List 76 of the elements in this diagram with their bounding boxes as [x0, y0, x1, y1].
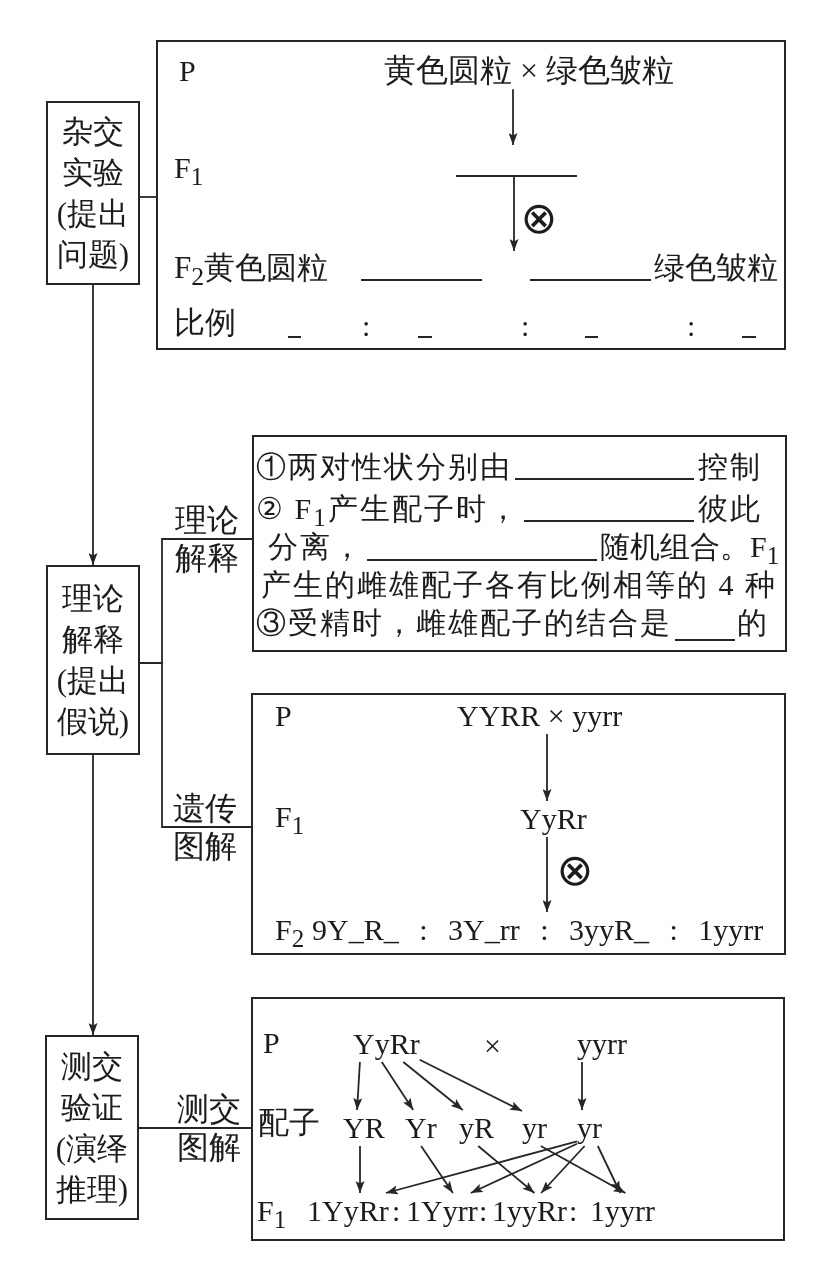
gamete-text: yr	[577, 1110, 602, 1146]
connector-line	[139, 196, 157, 198]
offspring-text: 1Yyrr	[406, 1193, 478, 1229]
statement-text: 的	[737, 605, 769, 641]
genotype-text: yyrr	[577, 1026, 627, 1062]
genotype-text: YyRr	[353, 1026, 420, 1062]
ratio-colon: :	[521, 308, 530, 344]
cross-text: 黄色圆粒 × 绿色皱粒	[384, 50, 675, 90]
arrow	[418, 1058, 523, 1112]
arrow	[420, 1145, 454, 1194]
edge-label: 测交图解	[177, 1090, 242, 1166]
phenotype-label: 绿色皱粒	[654, 249, 778, 287]
statement-text: 分离，	[268, 529, 364, 565]
ratio-colon: :	[687, 308, 696, 344]
arrow	[542, 836, 552, 913]
generation-label: F$_{2}$黄色圆粒	[174, 249, 329, 294]
ratio-colon: :	[569, 1193, 578, 1229]
gamete-text: YR	[343, 1110, 385, 1146]
arrow	[355, 1145, 365, 1194]
offspring-text: 1yyrr	[590, 1193, 655, 1229]
step-box: 杂交实验(提出问题)	[46, 101, 140, 285]
generation-label: F$_{1}$	[275, 799, 305, 841]
arrow	[88, 754, 98, 1036]
statement-text: 彼此	[698, 491, 762, 527]
statement-text: ③受精时，雌雄配子的结合是	[256, 605, 672, 641]
arrow	[539, 1145, 627, 1194]
arrow	[596, 1145, 622, 1194]
statement-text: 随机组合。F$_{1}$	[600, 529, 780, 570]
step-box: 理论解释(提出假说)	[46, 565, 140, 755]
statement-text: 产生的雌雄配子各有比例相等的 4 种	[261, 567, 777, 603]
statement-text: ①两对性状分别由	[256, 449, 512, 485]
genotype-text: YyRr	[520, 801, 587, 837]
panel-box	[156, 40, 786, 350]
ratio-text: 9Y_R_ : 3Y_rr : 3yyR_ : 1yyrr	[312, 912, 764, 948]
generation-label: F$_{1}$	[174, 150, 204, 192]
generation-label: F$_{2}$	[275, 912, 305, 954]
ratio-colon: :	[479, 1193, 488, 1229]
statement-text: 控制	[698, 449, 762, 485]
gamete-text: yR	[459, 1110, 494, 1146]
generation-label: P	[179, 53, 196, 89]
gamete-text: Yr	[405, 1110, 437, 1146]
arrow	[477, 1145, 536, 1194]
generation-label: F$_{1}$	[257, 1193, 287, 1235]
panel-box	[251, 997, 785, 1241]
generation-label: P	[275, 698, 292, 734]
arrow	[509, 176, 519, 252]
statement-text: ② F$_{1}$产生配子时，	[256, 491, 520, 531]
arrow	[385, 1140, 578, 1195]
row-label: 比例	[174, 304, 236, 342]
edge-label: ⊗	[555, 848, 595, 892]
arrow	[540, 1145, 586, 1194]
panel-box	[252, 435, 787, 652]
ratio-colon: :	[362, 308, 371, 344]
offspring-text: 1yyRr	[492, 1193, 567, 1229]
arrow	[508, 88, 518, 146]
edge-label: 遗传图解	[173, 789, 238, 865]
edge-label: 理论解释	[175, 501, 240, 577]
panel-box	[251, 693, 786, 955]
arrow	[353, 1061, 363, 1111]
arrow	[577, 1061, 587, 1111]
gamete-text: yr	[522, 1110, 547, 1146]
connector-line	[139, 662, 252, 828]
step-box: 测交验证(演绎推理)	[45, 1035, 139, 1220]
arrow	[380, 1061, 415, 1111]
cross-text: YYRR × yyrr	[457, 698, 623, 734]
arrow	[402, 1061, 464, 1111]
cross-sign: ×	[484, 1028, 501, 1064]
offspring-text: 1YyRr	[307, 1193, 389, 1229]
arrow	[88, 284, 98, 566]
arrow	[542, 733, 552, 802]
row-label: 配子	[258, 1104, 320, 1142]
edge-label: ⊗	[519, 196, 559, 240]
generation-label: P	[263, 1025, 280, 1061]
ratio-colon: :	[392, 1193, 401, 1229]
connector-line	[138, 1127, 252, 1129]
arrow	[469, 1142, 578, 1194]
